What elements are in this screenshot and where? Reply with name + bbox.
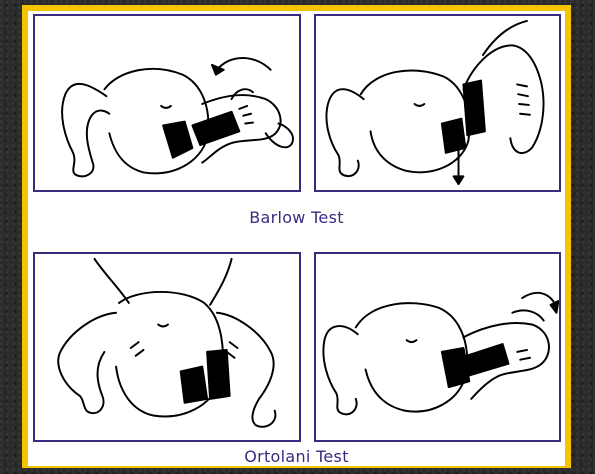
barlow-caption: Barlow Test (28, 208, 565, 227)
curved-arrow-icon (522, 293, 555, 305)
ortolani-illustration-1 (33, 252, 301, 442)
infant-hip-drawing (35, 254, 299, 440)
infant-hip-drawing (316, 16, 559, 190)
ortolani-illustration-2 (314, 252, 561, 442)
barlow-illustration-2 (314, 14, 561, 192)
diagram-panel: Barlow Test (28, 11, 565, 466)
curved-arrow-icon (217, 58, 271, 70)
barlow-illustration-1 (33, 14, 301, 192)
infant-hip-drawing (35, 16, 299, 190)
ortolani-caption: Ortolani Test (28, 447, 565, 466)
infant-hip-drawing (316, 254, 559, 440)
